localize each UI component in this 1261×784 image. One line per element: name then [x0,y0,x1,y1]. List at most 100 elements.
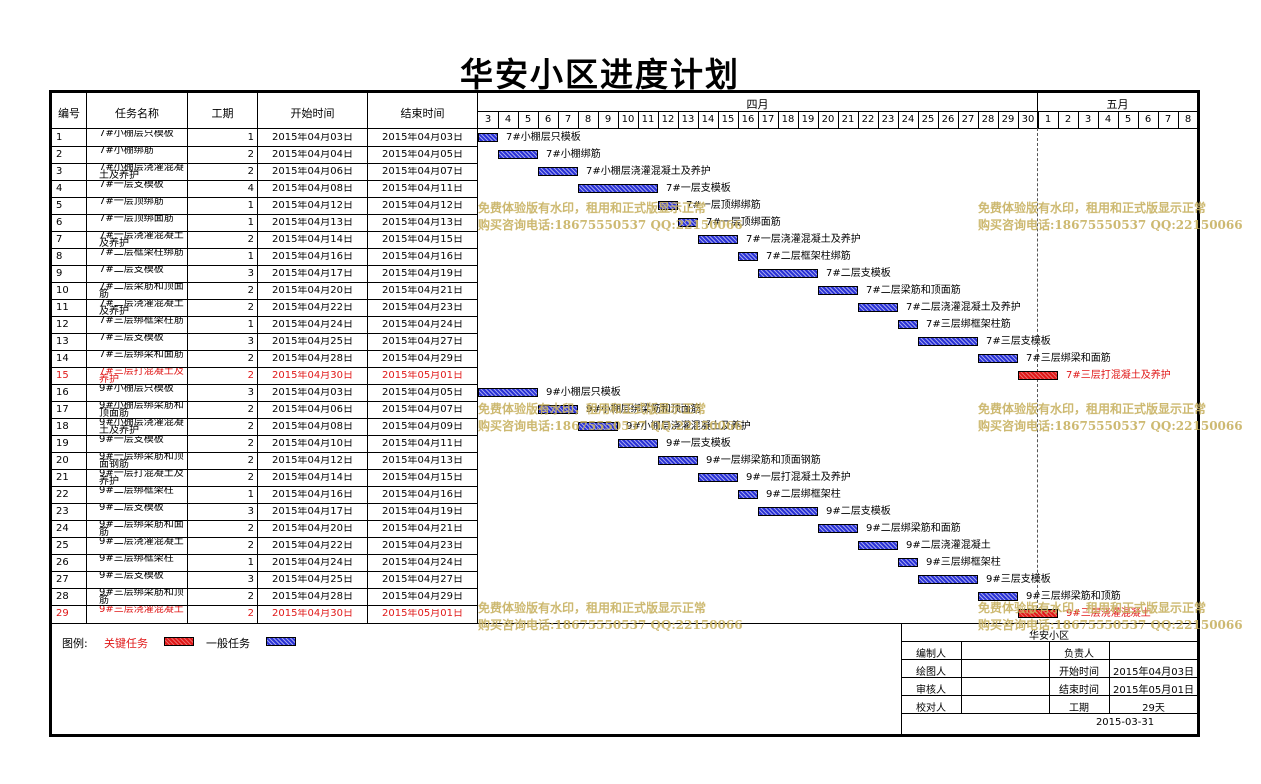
gantt-bar[interactable] [918,575,978,584]
gantt-bar[interactable] [858,303,898,312]
gantt-bar[interactable] [918,337,978,346]
day-divider [998,111,999,128]
info-project: 华安小区 [1029,631,1069,642]
gantt-bar-label: 9#三层绑框架柱 [926,557,1001,568]
gantt-bar[interactable] [678,218,698,227]
task-end: 2015年04月21日 [382,286,463,296]
day-cell: 27 [961,114,975,125]
day-cell: 6 [544,114,552,125]
month-row-line [478,111,1197,112]
info-line [1049,641,1050,713]
task-duration: 1 [247,558,254,568]
task-id: 5 [56,201,63,211]
gantt-bar[interactable] [478,133,498,142]
task-duration: 2 [247,286,254,296]
task-name: 7#小棚层只模板 [99,130,174,139]
gantt-bar[interactable] [858,541,898,550]
task-name: 9#三层绑梁筋和顶筋 [99,589,184,604]
task-start: 2015年04月16日 [272,252,353,262]
info-checker: 校对人 [916,703,946,714]
gantt-bar[interactable] [818,524,858,533]
day-cell: 17 [761,114,775,125]
task-id: 3 [56,167,63,177]
day-divider [698,111,699,128]
task-name: 9#二层支模板 [99,504,164,513]
task-start: 2015年04月28日 [272,354,353,364]
row-divider [52,180,477,181]
day-cell: 19 [801,114,815,125]
gantt-bar[interactable] [738,490,758,499]
day-divider [1098,111,1099,128]
task-start: 2015年04月04日 [272,150,353,160]
info-start-label: 开始时间 [1059,667,1099,678]
task-duration: 1 [247,133,254,143]
gantt-bar[interactable] [758,269,818,278]
gantt-bar[interactable] [698,473,738,482]
task-id: 21 [56,473,69,483]
gantt-bar[interactable] [978,354,1018,363]
day-divider [1118,111,1119,128]
gantt-bar-label: 9#一层绑梁筋和顶面钢筋 [706,455,821,466]
task-start: 2015年04月25日 [272,337,353,347]
gantt-bar[interactable] [618,439,658,448]
info-line [901,713,1197,714]
day-cell: 20 [821,114,835,125]
legend-normal-swatch [266,637,296,646]
info-owner: 负责人 [1064,649,1094,660]
row-divider [52,401,477,402]
gantt-bar[interactable] [898,558,918,567]
task-name: 9#二层浇灌混凝土 [99,538,184,547]
task-name: 7#二层支模板 [99,266,164,275]
task-start: 2015年04月03日 [272,388,353,398]
gantt-bar[interactable] [538,405,578,414]
row-divider [52,418,477,419]
gantt-bar-label: 9#二层浇灌混凝土 [906,540,991,551]
task-end: 2015年04月19日 [382,507,463,517]
day-divider [518,111,519,128]
day-cell: 23 [881,114,895,125]
row-divider [52,554,477,555]
task-end: 2015年04月05日 [382,388,463,398]
gantt-bar[interactable] [658,201,678,210]
task-id: 24 [56,524,69,534]
task-id: 28 [56,592,69,602]
gantt-bar-label: 9#三层浇灌混凝土 [1066,608,1151,619]
gantt-bar[interactable] [538,167,578,176]
day-divider [878,111,879,128]
day-cell: 22 [861,114,875,125]
day-divider [898,111,899,128]
row-divider [52,197,477,198]
gantt-bar[interactable] [698,235,738,244]
gantt-bar-label: 9#三层支模板 [986,574,1051,585]
task-start: 2015年04月24日 [272,320,353,330]
task-duration: 2 [247,405,254,415]
gantt-bar-label: 7#三层支模板 [986,336,1051,347]
task-id: 18 [56,422,69,432]
day-cell: 6 [1144,114,1152,125]
gantt-bar[interactable] [1018,609,1058,618]
task-start: 2015年04月08日 [272,422,353,432]
gantt-bar[interactable] [978,592,1018,601]
gantt-bar[interactable] [578,184,658,193]
gantt-bar[interactable] [578,422,618,431]
row-divider [52,520,477,521]
legend-label: 图例: [62,637,88,650]
task-end: 2015年04月15日 [382,235,463,245]
gantt-bar[interactable] [478,388,538,397]
gantt-bar[interactable] [898,320,918,329]
day-cell: 13 [681,114,695,125]
gantt-bar[interactable] [658,456,698,465]
gantt-bar-label: 9#小棚层只模板 [546,387,621,398]
gantt-bar[interactable] [738,252,758,261]
row-divider [52,333,477,334]
task-duration: 2 [247,167,254,177]
info-line [961,641,962,713]
gantt-bar[interactable] [818,286,858,295]
task-name: 7#二层浇灌混凝土及养护 [99,300,184,315]
gantt-bar[interactable] [1018,371,1058,380]
row-divider [52,248,477,249]
gantt-bar[interactable] [758,507,818,516]
gantt-bar[interactable] [498,150,538,159]
task-id: 16 [56,388,69,398]
task-id: 15 [56,371,69,381]
